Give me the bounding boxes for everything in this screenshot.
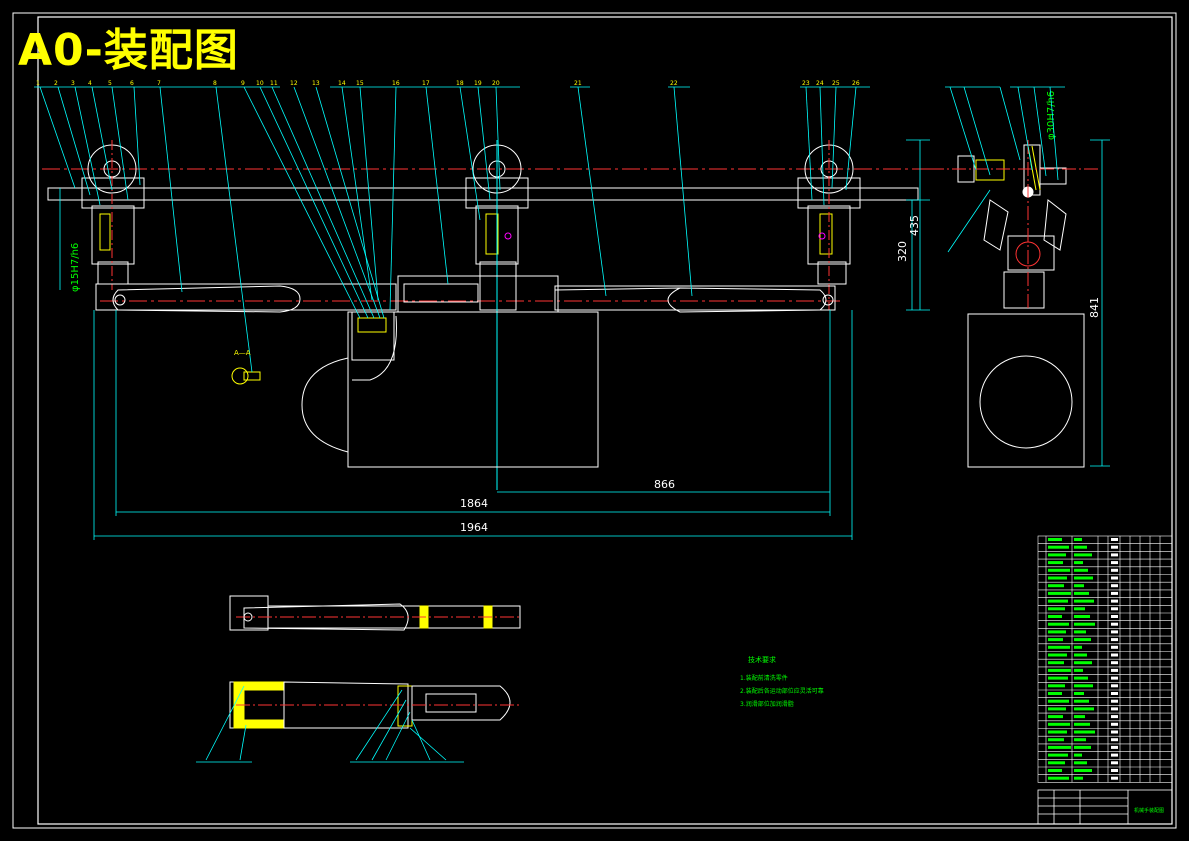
svg-text:21: 21 <box>574 80 582 87</box>
detail-view <box>229 595 521 729</box>
fit-left: φ15H7/h6 <box>70 243 81 292</box>
trolley-middle <box>465 140 529 490</box>
dim-1964: 1964 <box>460 521 488 534</box>
svg-text:24: 24 <box>816 80 824 87</box>
right-arm <box>554 287 827 313</box>
side-view <box>930 140 1100 468</box>
drawing-title: A0-装配图 <box>18 25 239 76</box>
svg-text:5: 5 <box>108 80 112 87</box>
svg-text:10: 10 <box>256 80 264 87</box>
fit-right: φ30H7/h6 <box>1046 91 1057 140</box>
svg-text:17: 17 <box>422 80 430 87</box>
svg-text:2: 2 <box>54 80 58 87</box>
dim-866: 866 <box>654 478 675 491</box>
side-leaders <box>945 86 1065 253</box>
svg-text:22: 22 <box>670 80 678 87</box>
svg-text:14: 14 <box>338 80 346 87</box>
svg-text:15: 15 <box>356 80 364 87</box>
dim-1864: 1864 <box>460 497 488 510</box>
fit-labels: φ15H7/h6 φ30H7/h6 <box>70 91 1057 292</box>
svg-text:11: 11 <box>270 80 278 87</box>
inner-border <box>37 16 1173 825</box>
dimension-lines <box>59 139 1110 540</box>
title-block-name: 机械手装配图 <box>1134 807 1164 814</box>
dimension-texts: 1964 1864 866 320 435 841 <box>460 215 1101 534</box>
svg-text:23: 23 <box>802 80 810 87</box>
note-line-2: 2.装配后各运动部位应灵活可靠 <box>740 687 824 695</box>
svg-text:4: 4 <box>88 80 92 87</box>
svg-text:7: 7 <box>157 80 161 87</box>
svg-text:6: 6 <box>130 80 134 87</box>
svg-text:19: 19 <box>474 80 482 87</box>
section-label: A—A <box>234 349 251 357</box>
note-line-1: 1.装配前清洗零件 <box>740 674 788 682</box>
svg-text:20: 20 <box>492 80 500 87</box>
svg-text:9: 9 <box>241 80 245 87</box>
svg-text:25: 25 <box>832 80 840 87</box>
dim-320: 320 <box>896 241 909 262</box>
outer-border <box>12 12 1177 829</box>
title-block <box>1037 789 1173 825</box>
svg-text:3: 3 <box>71 80 75 87</box>
svg-text:1: 1 <box>36 80 40 87</box>
svg-text:26: 26 <box>852 80 860 87</box>
svg-text:13: 13 <box>312 80 320 87</box>
left-arm <box>112 285 301 313</box>
svg-text:16: 16 <box>392 80 400 87</box>
front-view <box>42 140 940 490</box>
svg-text:8: 8 <box>213 80 217 87</box>
parts-list <box>1037 535 1173 783</box>
technical-notes: 技术要求 1.装配前清洗零件 2.装配后各运动部位应灵活可靠 3.润滑部位加润滑… <box>740 655 824 708</box>
svg-text:12: 12 <box>290 80 298 87</box>
leader-lines <box>34 86 870 373</box>
dim-435: 435 <box>908 215 921 236</box>
notes-heading: 技术要求 <box>748 655 776 664</box>
note-line-3: 3.润滑部位加润滑脂 <box>740 700 794 708</box>
dim-841: 841 <box>1088 297 1101 318</box>
svg-text:18: 18 <box>456 80 464 87</box>
trolley-right <box>797 140 861 310</box>
detail-leaders <box>196 685 464 763</box>
